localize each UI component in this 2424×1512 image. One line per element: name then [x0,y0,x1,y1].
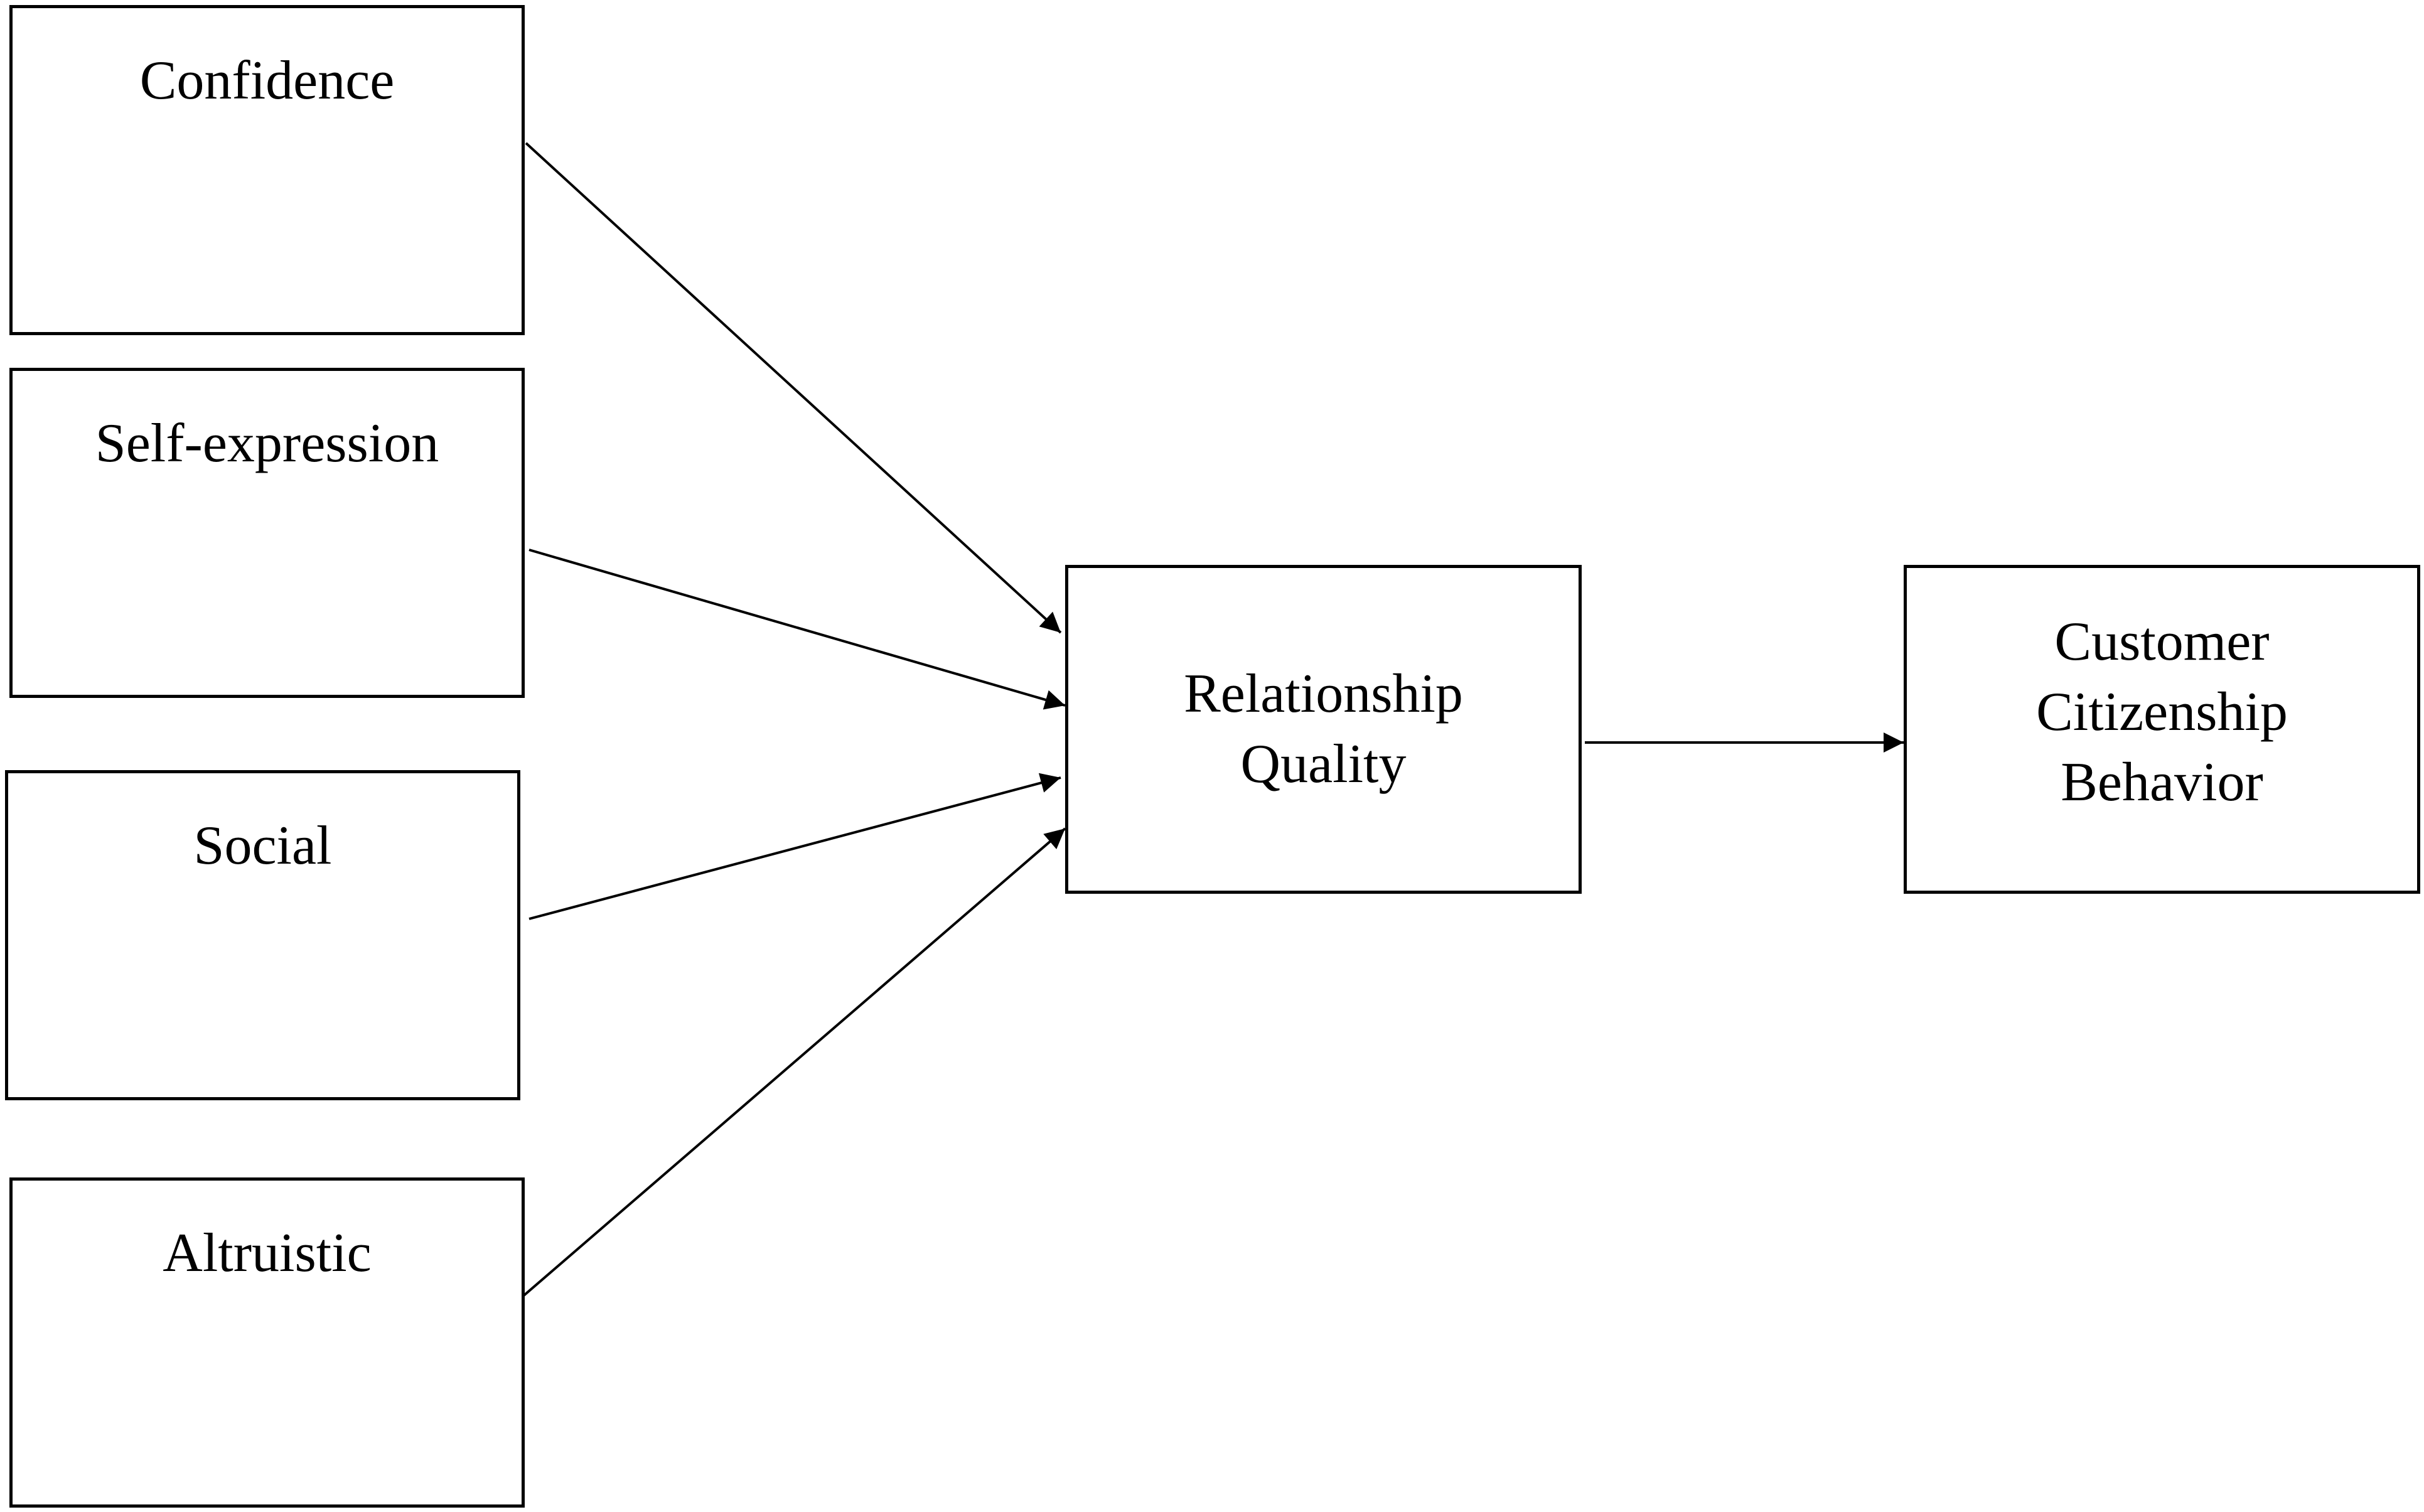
relationship-quality-line-2: Quality [1240,734,1407,795]
self-expression-box: Self-expression [9,368,525,698]
altruistic-box: Altruistic [9,1177,525,1508]
customer-citizenship-behavior-line-3: Behavior [2061,752,2263,813]
customer-citizenship-behavior-line-1: Customer [2054,611,2270,672]
customer-citizenship-behavior-line-2: Citizenship [2036,682,2288,743]
altruistic-label: Altruistic [163,1223,372,1284]
arrow-confidence-to-relationship-quality [525,142,1062,634]
relationship-quality-label: Relationship Quality [1068,659,1579,800]
customer-citizenship-behavior-label: Customer Citizenship Behavior [1907,607,2417,818]
relationship-quality-box: Relationship Quality [1065,565,1582,894]
self-expression-label: Self-expression [95,413,439,474]
confidence-label: Confidence [139,50,395,111]
social-label: Social [193,815,332,876]
relationship-quality-line-1: Relationship [1184,663,1463,724]
social-box: Social [5,770,520,1100]
customer-citizenship-behavior-box: Customer Citizenship Behavior [1904,565,2420,894]
confidence-box: Confidence [9,5,525,335]
arrow-social-to-relationship-quality [528,773,1061,920]
arrow-altruistic-to-relationship-quality [520,827,1066,1299]
arrow-self-expression-to-relationship-quality [528,549,1066,710]
